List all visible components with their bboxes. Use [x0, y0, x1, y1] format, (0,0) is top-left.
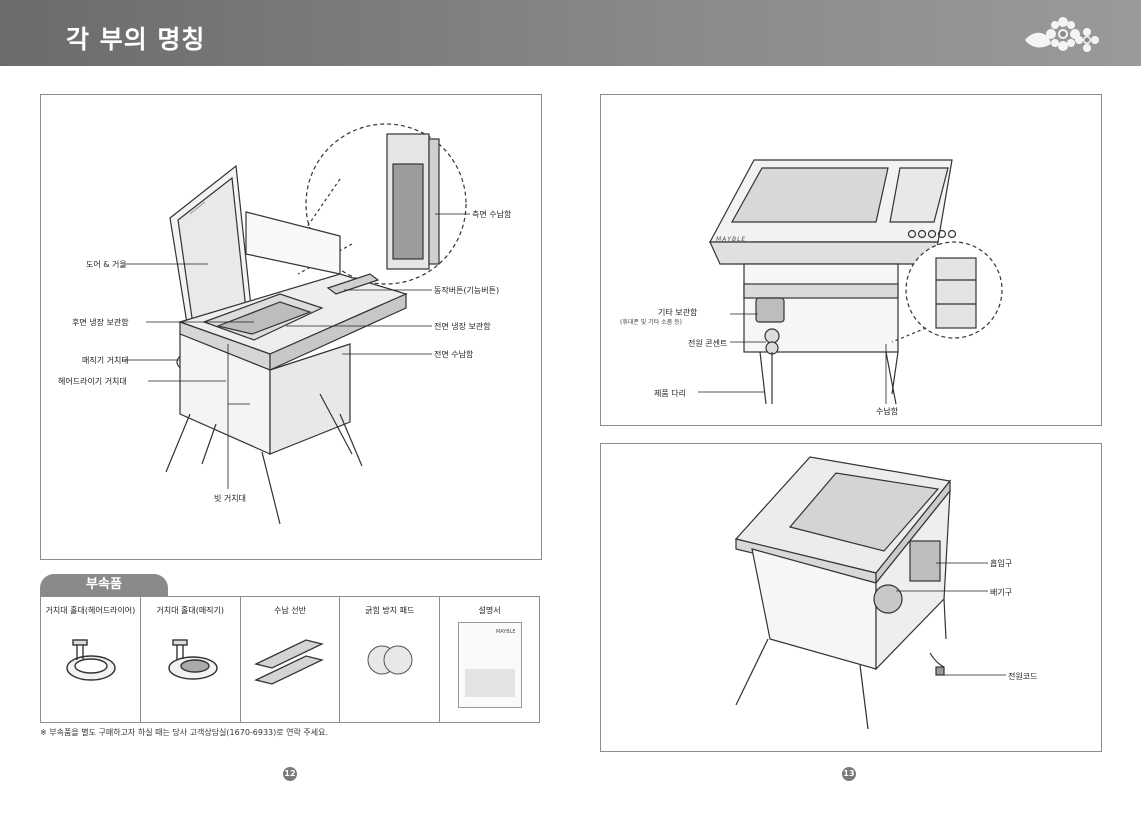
label-intake: 흡입구 [990, 559, 1013, 568]
label-dryer-holder: 헤어드라이기 거치대 [58, 377, 127, 386]
page-number-right: 13 [842, 767, 856, 781]
manual-thumbnail: MAYBLE [457, 622, 522, 708]
label-front-storage: 전면 수납함 [434, 350, 474, 359]
label-exhaust: 배기구 [990, 588, 1013, 597]
accessories-table: 거치대 홀대(헤어드라이어) 거치대 홀대(매직기) [40, 596, 540, 723]
accessory-label: 거치대 홀대(헤어드라이어) [45, 606, 136, 615]
pad-icon [367, 645, 413, 675]
accessories-note: ※ 부속품을 별도 구매하고자 하실 때는 당사 고객상담실(1670-6933… [40, 728, 329, 737]
manual-brand: MAYBLE [495, 629, 516, 635]
shelf-icon [254, 639, 324, 685]
accessory-label: 긁힘 방지 패드 [365, 606, 415, 615]
label-power-cord: 전원코드 [1008, 672, 1038, 681]
front-view-illustration [698, 159, 1003, 405]
rear-view-illustration [734, 456, 1006, 730]
brand-mayble-front: MAYBLE [716, 236, 747, 243]
flower-decoration [1025, 17, 1099, 52]
accessory-dryer-holder: 거치대 홀대(헤어드라이어) [40, 596, 141, 723]
dryer-holder-icon [66, 639, 117, 681]
accessory-label: 거치대 홀대(매직기) [156, 606, 225, 615]
accessories-title: 부속품 [40, 574, 168, 596]
accessory-scratch-pad: 긁힘 방지 패드 [339, 596, 441, 723]
label-door-mirror: 도어 & 거울 [86, 260, 127, 269]
manual-image [464, 669, 515, 697]
label-rear-fridge: 후면 냉장 보관함 [72, 318, 129, 327]
label-operation-button: 동작버튼(기능버튼) [434, 286, 500, 295]
label-other-storage: 기타 보관함 [658, 308, 698, 317]
accessory-straightener-holder: 거치대 홀대(매직기) [139, 596, 241, 723]
accessory-label: 설명서 [478, 606, 501, 615]
label-product-leg: 제품 다리 [654, 389, 686, 398]
label-front-fridge: 전면 냉장 보관함 [434, 322, 491, 331]
accessory-label: 수납 선반 [274, 606, 306, 615]
main-product-illustration [122, 123, 470, 525]
page-number-left: 12 [283, 767, 297, 781]
label-other-storage-sub: (휴대폰 및 기타 소품 등) [620, 319, 682, 326]
page-title: 각 부의 명칭 [66, 25, 206, 54]
label-storage: 수납함 [876, 407, 899, 416]
accessory-manual: 설명서 MAYBLE [439, 596, 540, 723]
label-comb-holder: 빗 거치대 [214, 494, 246, 503]
accessory-storage-shelf: 수납 선반 [239, 596, 341, 723]
label-straightener-holder: 매직기 거치대 [82, 356, 129, 365]
label-power-outlet: 전원 콘센트 [688, 339, 728, 348]
straightener-holder-icon [168, 639, 218, 680]
label-side-storage: 측면 수납함 [472, 210, 512, 219]
page-header: 각 부의 명칭 [0, 0, 1141, 66]
